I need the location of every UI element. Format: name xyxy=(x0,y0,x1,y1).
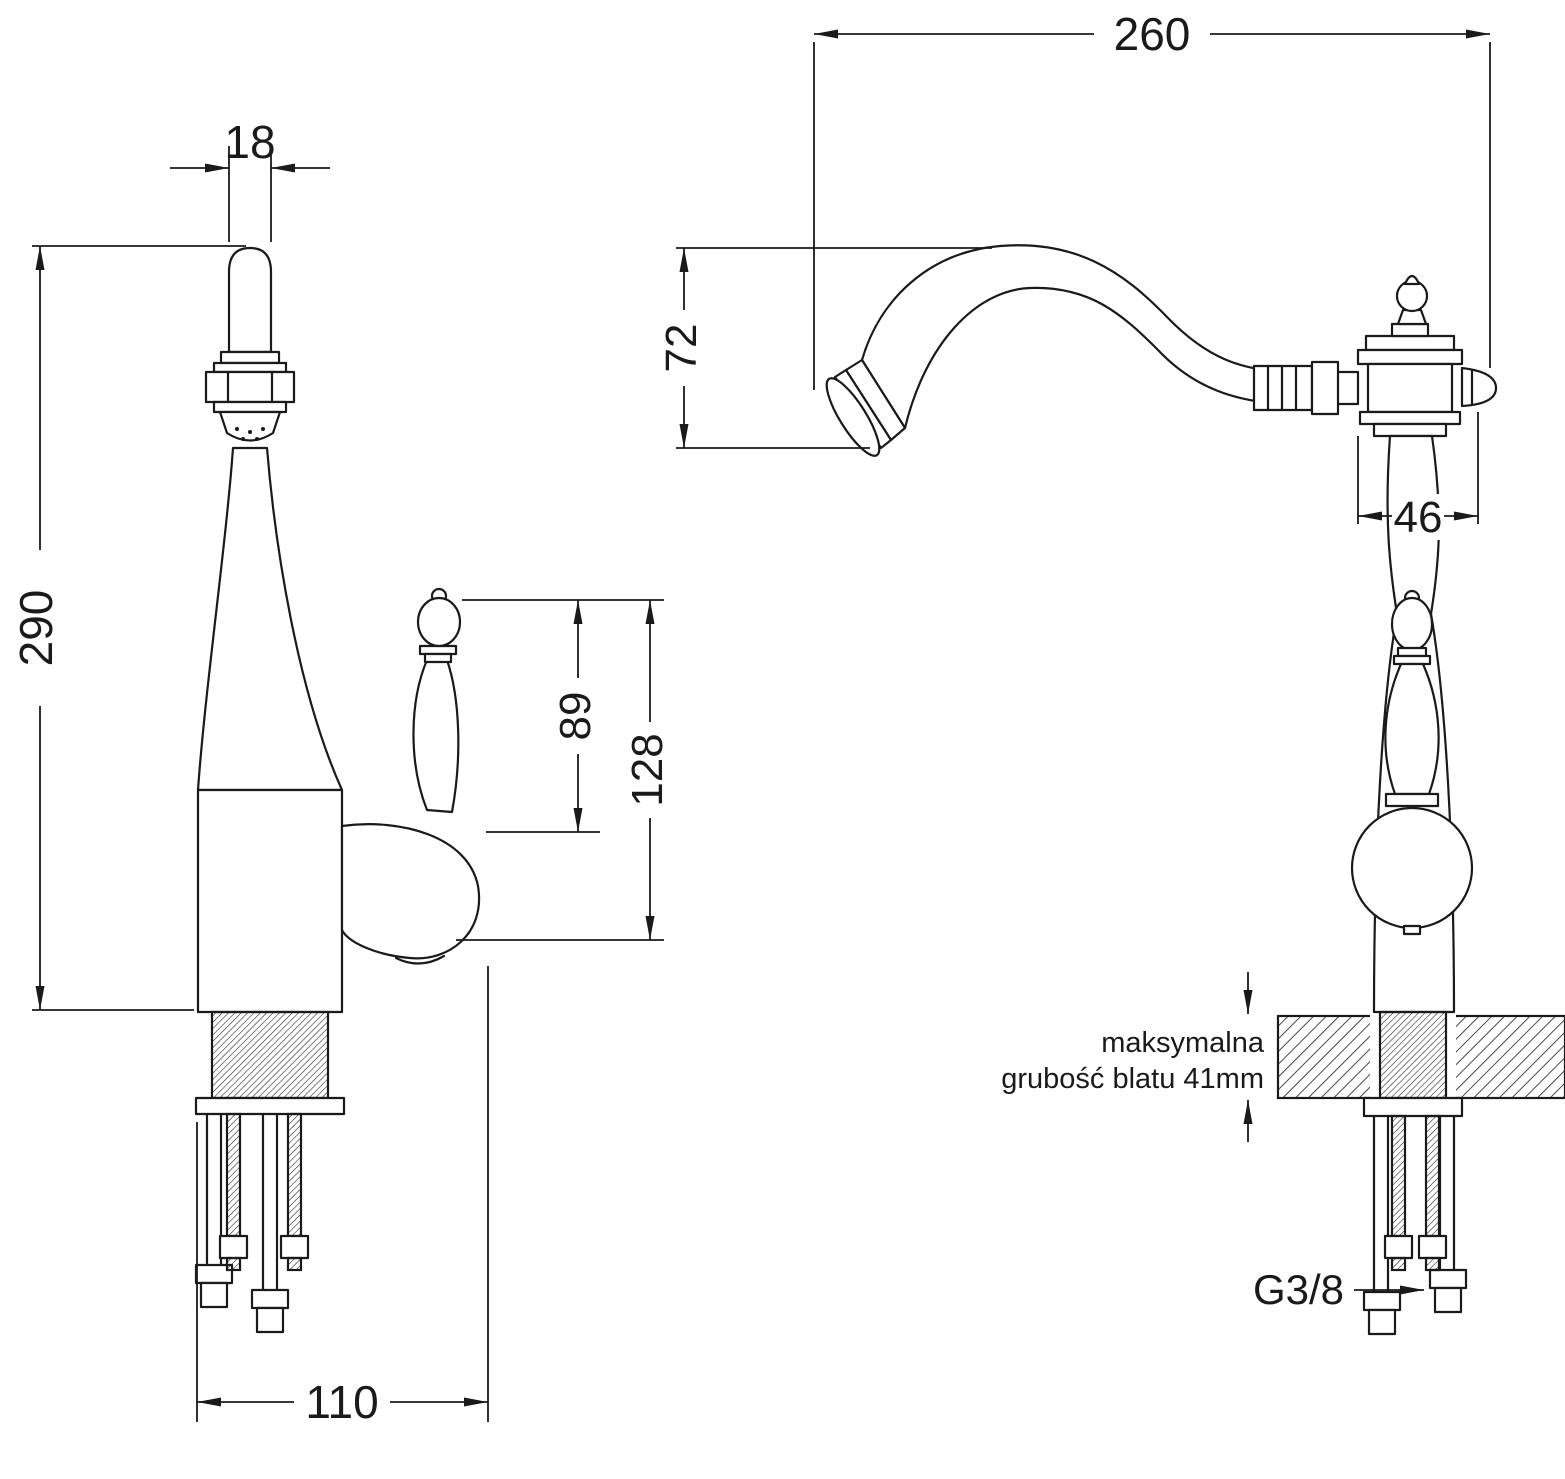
front-spout-outlet xyxy=(204,246,296,442)
side-spout xyxy=(825,244,1360,457)
countertop-note-line1: maksymalna xyxy=(1101,1027,1265,1059)
front-neck-body xyxy=(196,446,344,1014)
dim-label-18: 18 xyxy=(224,116,275,168)
dimension-spout-tube-width: 18 xyxy=(170,116,330,242)
side-mounting-hardware xyxy=(1362,1096,1468,1336)
dimension-spout-drop: 72 xyxy=(657,247,992,449)
dimension-spout-reach: 260 xyxy=(813,6,1491,390)
side-view: maksymalna grubość blatu 41mm xyxy=(657,6,1565,1336)
thread-size-label: G3/8 xyxy=(1253,1266,1344,1313)
front-handle xyxy=(340,587,481,965)
dim-label-128: 128 xyxy=(623,733,672,806)
dimension-lever-height: 89 xyxy=(462,599,664,833)
front-view: 18 290 89 128 xyxy=(10,116,678,1428)
side-spout-joint xyxy=(1356,274,1498,438)
dimension-body-width: 46 xyxy=(1357,412,1479,542)
dim-label-110: 110 xyxy=(305,1376,378,1428)
dimension-base-width: 110 xyxy=(196,966,489,1428)
countertop-note-line2: grubość blatu 41mm xyxy=(1001,1063,1264,1095)
side-neck-handle xyxy=(1350,434,1474,1014)
dim-label-89: 89 xyxy=(551,692,600,741)
dimension-handle-height: 128 xyxy=(456,600,678,941)
dim-label-46: 46 xyxy=(1394,493,1443,542)
front-mounting-hardware xyxy=(194,1010,346,1334)
dimension-total-height: 290 xyxy=(10,245,246,1011)
dim-label-72: 72 xyxy=(657,324,706,373)
dim-label-290: 290 xyxy=(10,590,62,667)
dim-label-260: 260 xyxy=(1114,8,1191,60)
side-countertop: maksymalna grubość blatu 41mm xyxy=(1001,972,1565,1142)
thread-size-callout: G3/8 xyxy=(1253,1266,1424,1313)
